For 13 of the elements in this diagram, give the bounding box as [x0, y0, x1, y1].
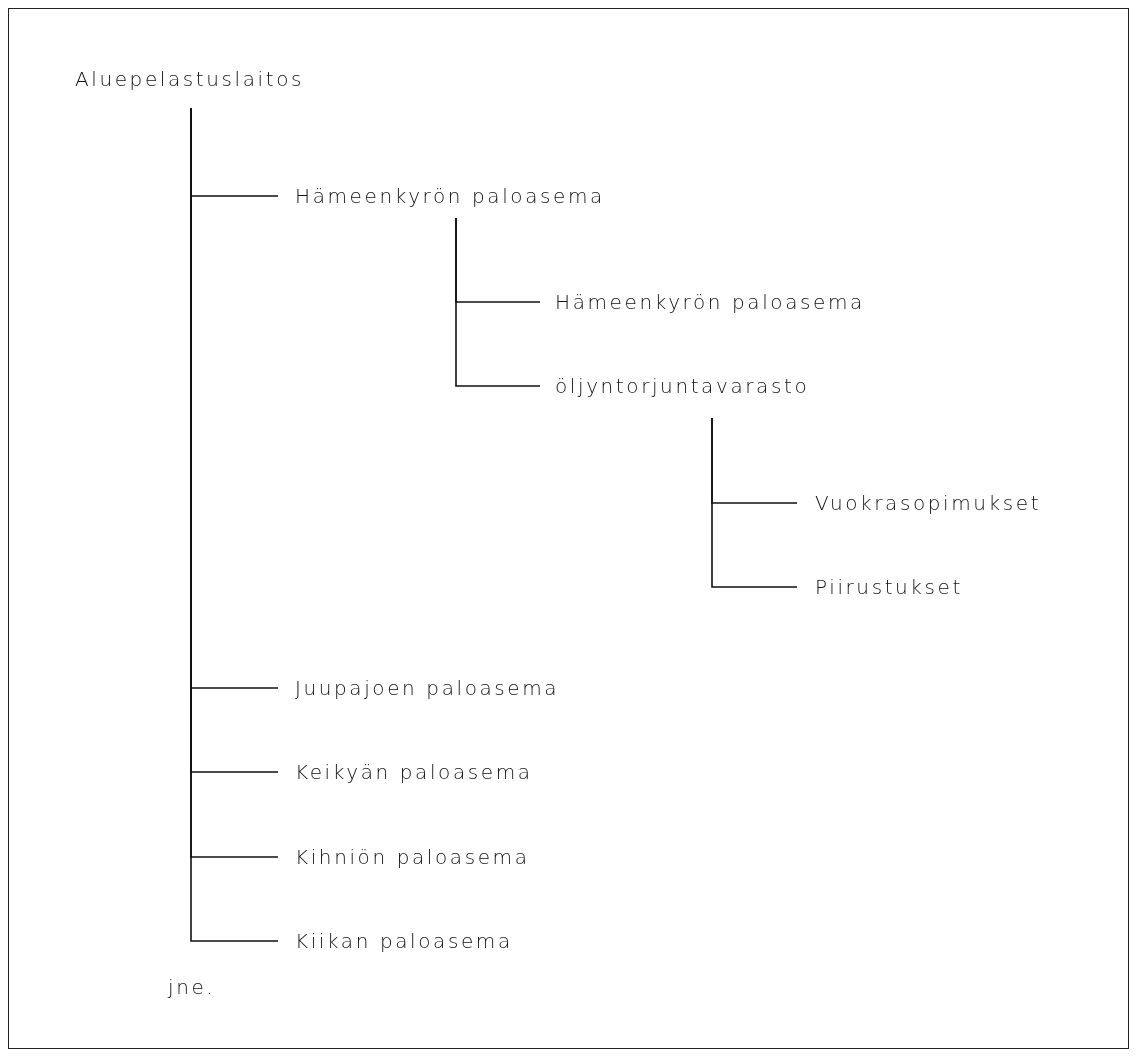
connector-line: [455, 217, 541, 387]
connector-line: [711, 417, 798, 588]
tree-item: Hämeenkyrön paloasema: [540, 287, 865, 317]
continuation-note: jne.: [168, 974, 216, 1001]
tree-item: Aluepelastuslaitos: [75, 64, 305, 108]
tree-item: Keikyän paloasema: [278, 757, 533, 787]
tree-item: Vuokrasopimukset: [797, 488, 1042, 518]
tree-item: Kiikan paloasema: [278, 926, 513, 956]
tree-item: Piirustukset: [797, 572, 963, 602]
tree-item: öljyntorjuntavarasto: [540, 371, 810, 418]
tree-item: Hämeenkyrön paloasema: [278, 181, 605, 218]
tree-item: Juupajoen paloasema: [278, 673, 560, 703]
tree-item: Kihniön paloasema: [278, 842, 530, 872]
